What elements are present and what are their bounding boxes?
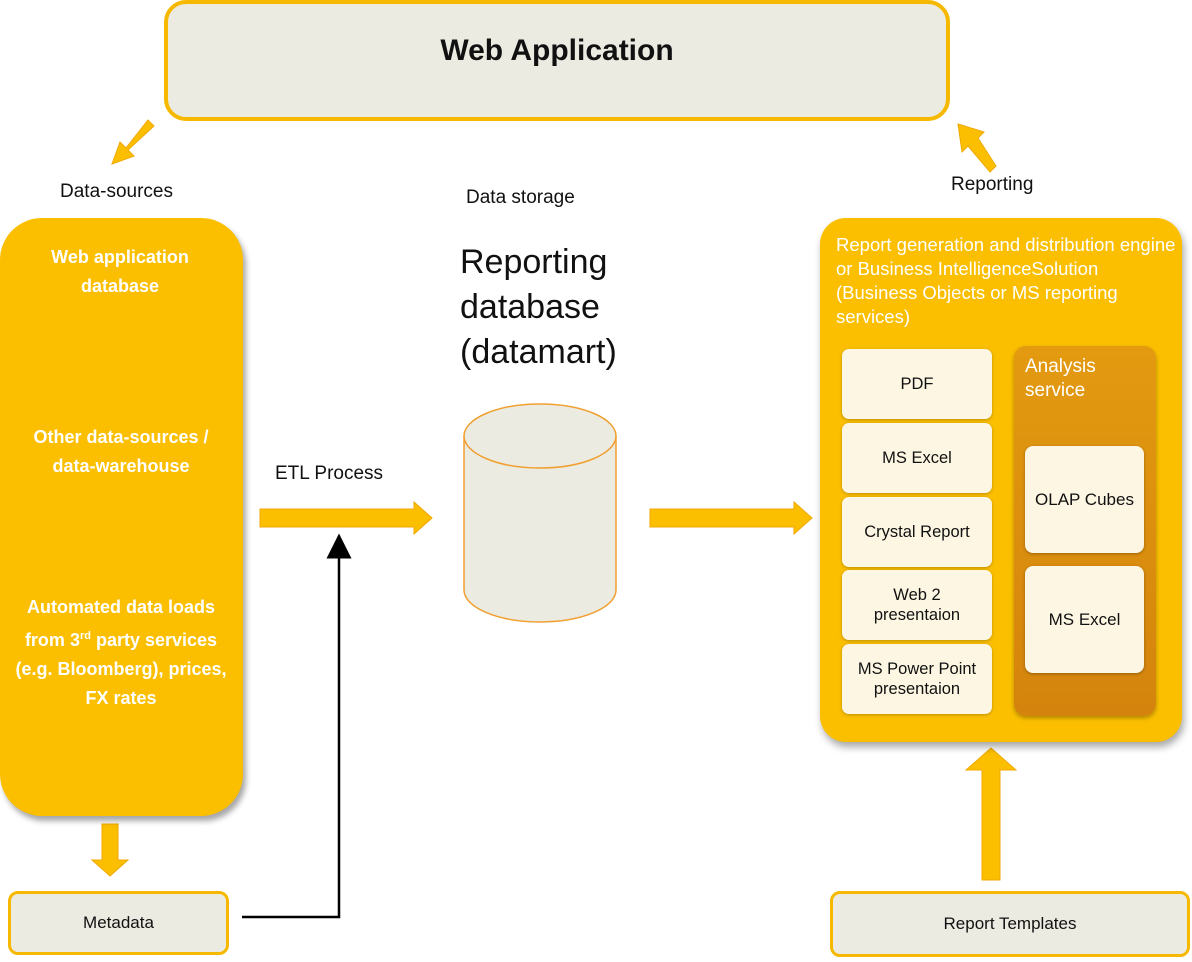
report-templates-box: Report Templates bbox=[830, 891, 1190, 957]
data-sources-panel bbox=[0, 218, 243, 816]
reporting-database-title-line2: database bbox=[460, 288, 600, 326]
analysis-ms-excel: MS Excel bbox=[1025, 566, 1144, 673]
reporting-database-cylinder bbox=[463, 403, 617, 623]
web-application-title: Web Application bbox=[440, 34, 674, 67]
web-application-box: Web Application bbox=[164, 0, 950, 121]
metadata-label: Metadata bbox=[83, 913, 154, 932]
metadata-to-etl-connector bbox=[242, 533, 352, 919]
format-crystal-report: Crystal Report bbox=[842, 497, 992, 567]
arrow-reporting-to-webapp bbox=[957, 123, 997, 173]
other-data-sources-label: Other data-sources / data-warehouse bbox=[33, 427, 209, 476]
analysis-olap-cubes: OLAP Cubes bbox=[1025, 446, 1144, 553]
arrow-sources-to-metadata bbox=[90, 823, 130, 877]
format-ms-powerpoint: MS Power Point presentaion bbox=[842, 644, 992, 714]
report-templates-label: Report Templates bbox=[943, 914, 1077, 933]
reporting-label: Reporting bbox=[951, 174, 1034, 195]
data-sources-label: Data-sources bbox=[60, 181, 173, 202]
etl-arrow bbox=[259, 500, 433, 536]
format-web2-presentation: Web 2 presentaion bbox=[842, 570, 992, 640]
reporting-engine-title: Report generation and distribution engin… bbox=[836, 234, 1176, 327]
automated-data-loads-label: Automated data loads from 3rd party serv… bbox=[14, 593, 228, 713]
automated-text-prefix: Automated data loads from 3 bbox=[24, 597, 216, 650]
web-application-database-label: Web application database bbox=[51, 247, 189, 296]
arrow-templates-to-engine bbox=[964, 747, 1018, 881]
reporting-database-title-line3: (datamart) bbox=[460, 333, 617, 371]
ordinal-superscript: rd bbox=[79, 630, 91, 642]
format-pdf: PDF bbox=[842, 349, 992, 419]
analysis-service-title: Analysis service bbox=[1025, 356, 1096, 401]
arrow-webapp-to-datasources bbox=[111, 119, 155, 165]
metadata-box: Metadata bbox=[8, 891, 229, 955]
reporting-database-title: Reporting database (datamart) bbox=[460, 240, 617, 375]
automated-text-suffix: party services (e.g. Bloomberg), prices,… bbox=[15, 630, 227, 708]
db-to-engine-arrow bbox=[649, 500, 813, 536]
format-ms-excel: MS Excel bbox=[842, 423, 992, 493]
etl-process-label: ETL Process bbox=[275, 463, 384, 484]
reporting-database-title-line1: Reporting bbox=[460, 243, 608, 281]
data-storage-label: Data storage bbox=[466, 187, 575, 208]
